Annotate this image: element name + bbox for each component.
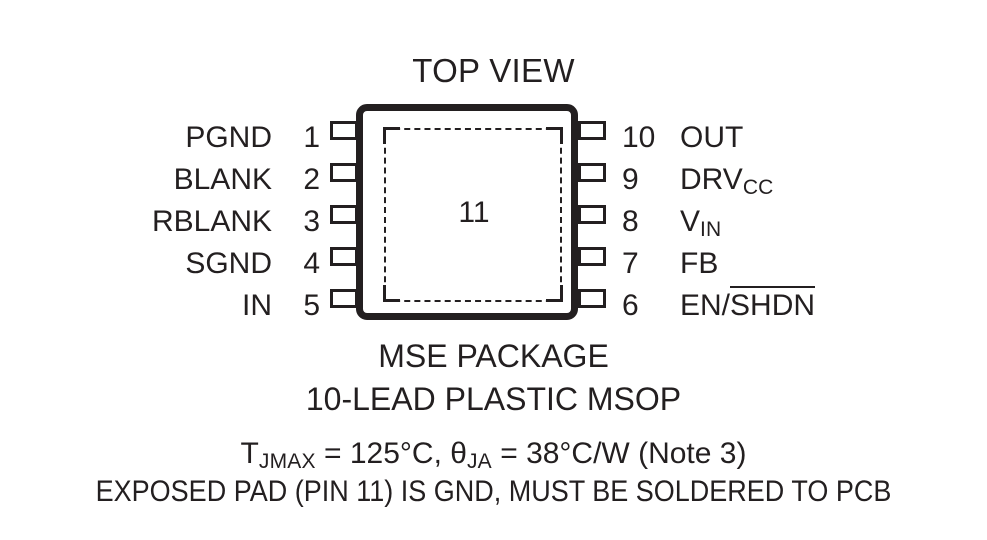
pin-name-10: OUT (680, 121, 744, 154)
pin-name-2: BLANK (173, 163, 272, 196)
pin-row-2: BLANK 2 (120, 163, 320, 197)
package-body: 11 (356, 104, 578, 320)
pin-number-5: 5 (303, 289, 320, 322)
pin-number-6: 6 (622, 289, 639, 322)
pin-lead-3 (330, 205, 358, 224)
pin-lead-2 (330, 163, 358, 182)
pin-lead-9 (578, 163, 606, 182)
pin-name-6: EN/SHDN (680, 286, 816, 323)
pin-number-7: 7 (622, 247, 639, 280)
pin-lead-10 (578, 121, 606, 140)
pin-row-3: RBLANK 3 (120, 205, 320, 239)
pad-corner-top-right (546, 127, 563, 144)
pin-lead-7 (578, 247, 606, 266)
pin-row-10: 10 OUT (622, 121, 962, 155)
theta-value: = 38°C/W (Note 3) (491, 437, 747, 470)
pin-number-2: 2 (303, 163, 320, 196)
pin-number-3: 3 (303, 205, 320, 238)
theta-symbol: θ (450, 437, 467, 470)
pad-corner-top-left (383, 127, 400, 144)
pin-name-4: SGND (185, 247, 272, 280)
pin-row-4: SGND 4 (120, 247, 320, 281)
pin-name-8: VIN (680, 205, 722, 241)
pin-row-8: 8 VIN (622, 205, 962, 241)
pin-name-9: DRVCC (680, 163, 774, 199)
pin-number-9: 9 (622, 163, 639, 196)
top-view-label: TOP VIEW (412, 52, 575, 89)
pin-name-8-subscript: IN (700, 218, 722, 241)
pin-row-9: 9 DRVCC (622, 163, 962, 199)
pin-row-6: 6 EN/SHDN (622, 286, 962, 323)
pin-lead-8 (578, 205, 606, 224)
pad-corner-bottom-right (546, 285, 563, 302)
pin-number-1: 1 (303, 121, 320, 154)
thermal-caption: TJMAX = 125°C, θJA = 38°C/W (Note 3) (0, 437, 987, 473)
pin-name-1: PGND (185, 121, 272, 154)
pin-number-8: 8 (622, 205, 639, 238)
tjmax-symbol: T (240, 437, 259, 470)
exposed-pad-outline (384, 128, 562, 302)
pin-name-7: FB (680, 247, 719, 280)
pin-lead-5 (330, 289, 358, 308)
exposed-pad-note: EXPOSED PAD (PIN 11) IS GND, MUST BE SOL… (95, 475, 892, 508)
pin-row-5: IN 5 (120, 289, 320, 323)
pin-name-5: IN (242, 289, 272, 322)
pin-lead-4 (330, 247, 358, 266)
pin-lead-6 (578, 289, 606, 308)
pin-number-4: 4 (303, 247, 320, 280)
pin-number-10: 10 (622, 121, 656, 154)
pin-name-6-overline: SHDN (730, 286, 816, 322)
package-caption: MSE PACKAGE (378, 338, 609, 374)
pad-corner-bottom-left (383, 285, 400, 302)
pin-name-3: RBLANK (151, 205, 272, 238)
pin-row-1: PGND 1 (120, 121, 320, 155)
tjmax-value: = 125°C, (315, 437, 451, 470)
tjmax-subscript: JMAX (258, 450, 316, 473)
pin-lead-1 (330, 121, 358, 140)
lead-caption: 10-LEAD PLASTIC MSOP (305, 381, 682, 417)
pin-row-7: 7 FB (622, 247, 962, 281)
theta-subscript: JA (466, 450, 492, 473)
pin-name-9-subscript: CC (742, 176, 774, 199)
exposed-pad-number: 11 (458, 196, 490, 229)
